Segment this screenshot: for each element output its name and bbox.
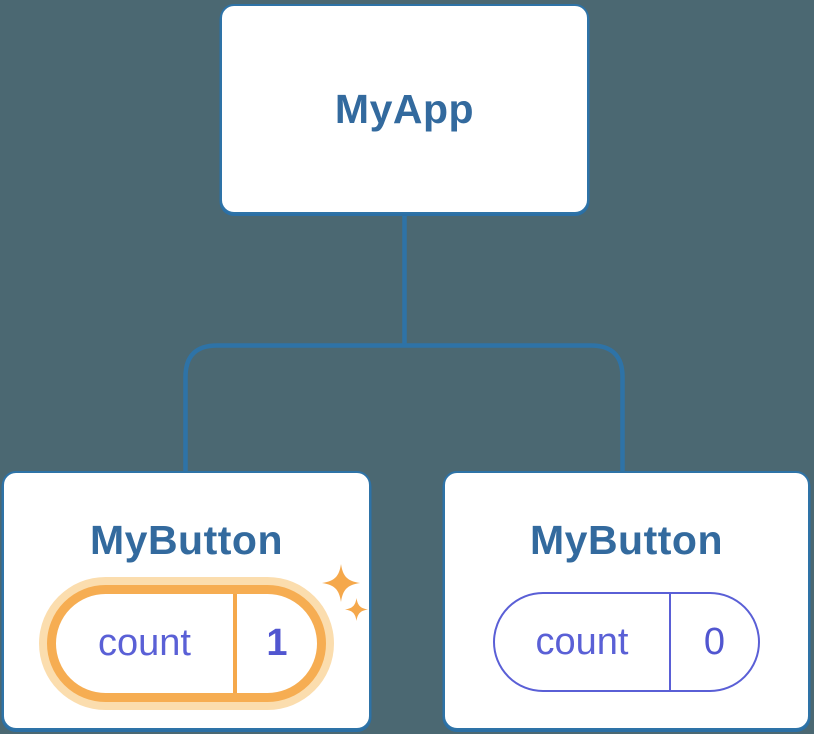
- state-name-label: count: [98, 622, 191, 664]
- sparkle-icon-large: [322, 564, 360, 602]
- node-mybutton-2: MyButton count 0: [443, 471, 810, 730]
- node-mybutton-1-label: MyButton: [89, 517, 283, 563]
- state-pill-highlighted: count 1: [47, 585, 326, 702]
- node-mybutton-1: MyButton count 1: [2, 471, 371, 730]
- state-pill: count 0: [493, 592, 760, 692]
- sparkle-icon-small: [345, 598, 368, 621]
- pill-divider: [233, 594, 237, 693]
- node-myapp-label: MyApp: [334, 85, 475, 132]
- node-myapp: MyApp: [220, 4, 589, 214]
- pill-divider: [669, 594, 671, 690]
- state-name-label: count: [535, 620, 629, 663]
- state-value: 0: [703, 620, 726, 663]
- node-mybutton-2-label: MyButton: [529, 517, 723, 563]
- state-value: 1: [266, 622, 288, 664]
